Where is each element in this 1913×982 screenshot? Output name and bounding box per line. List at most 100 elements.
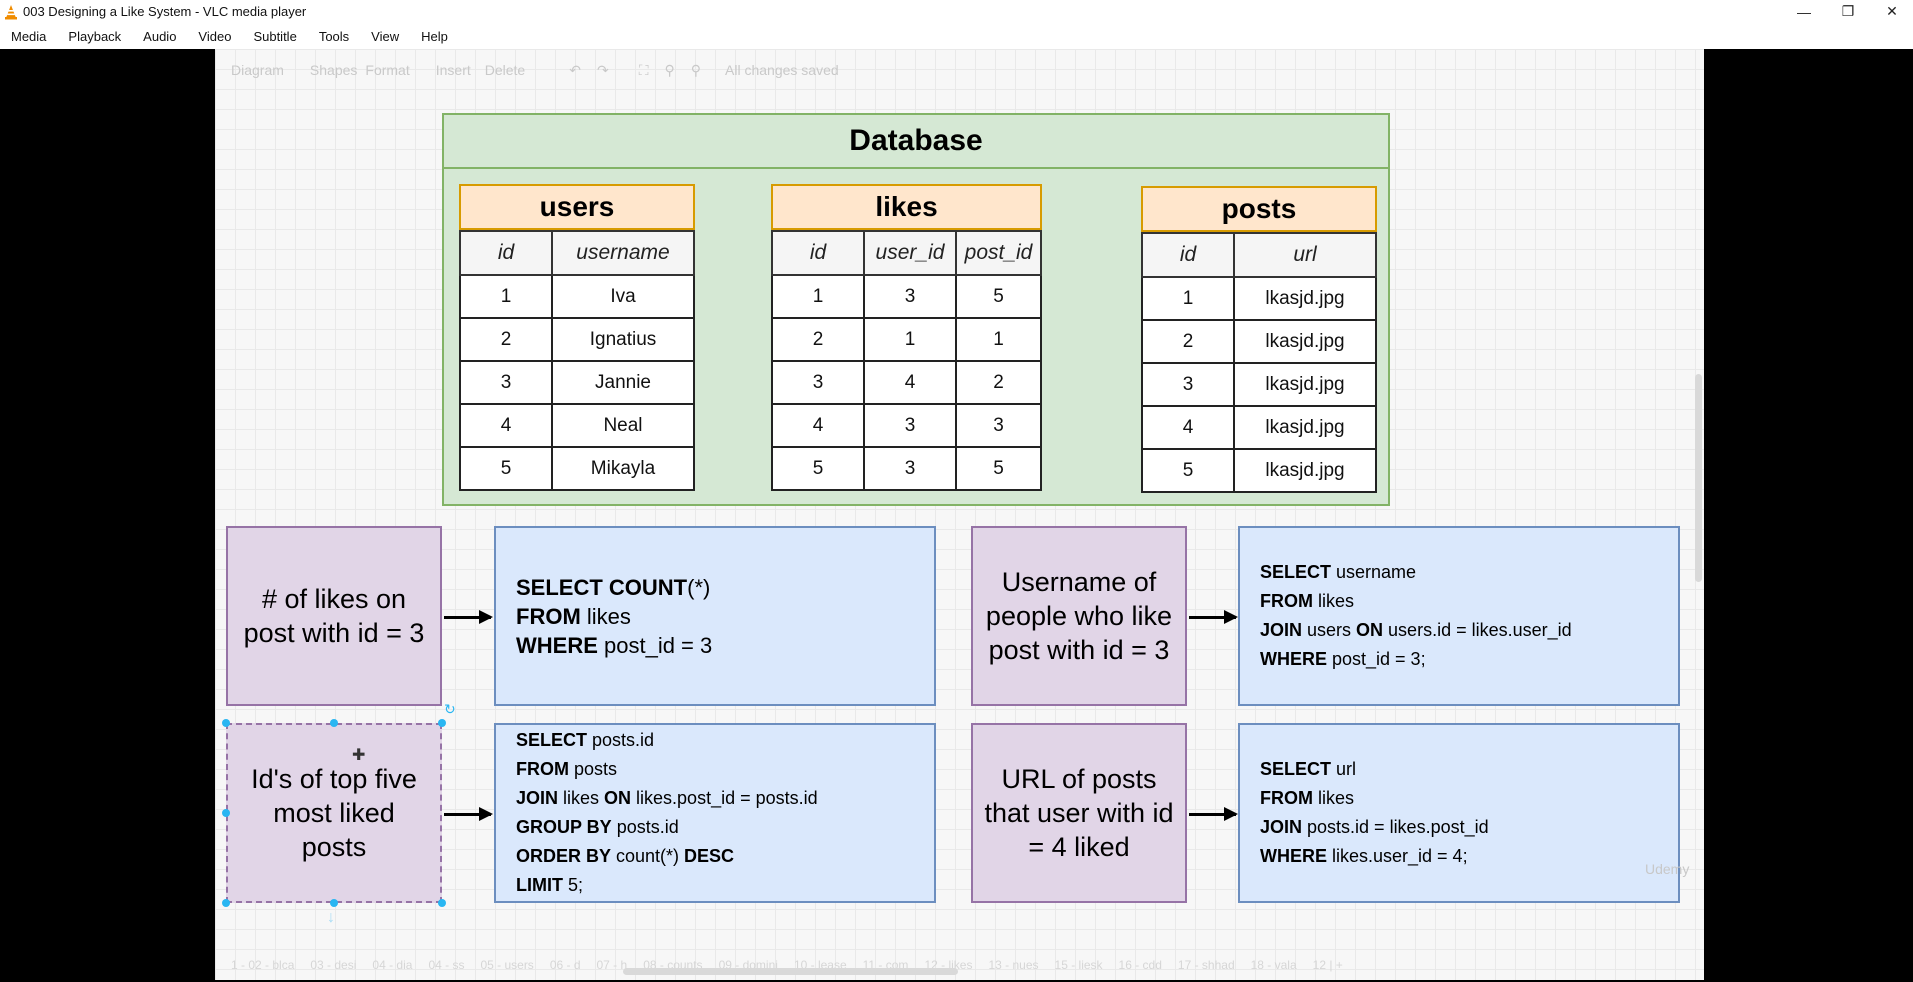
sql-line: GROUP BY posts.id [516,813,934,842]
sql-line: SELECT COUNT(*) [516,573,934,602]
sql-keyword: JOIN [1260,620,1303,640]
resize-handle[interactable] [222,719,230,727]
sql-line: JOIN likes ON likes.post_id = posts.id [516,784,934,813]
sql-keyword: FROM [516,759,569,779]
table-cell: 4 [459,403,553,448]
menu-playback[interactable]: Playback [68,28,122,44]
sql-keyword: FROM [516,603,581,629]
window-title: 003 Designing a Like System - VLC media … [23,4,307,19]
question-box: Username of people who like post with id… [971,526,1187,706]
table-cell: Iva [551,274,695,319]
resize-handle[interactable] [222,899,230,907]
sql-keyword: SELECT [1260,562,1332,582]
database-title: Database [444,115,1388,169]
save-status: All changes saved [725,62,839,78]
table-cell: 3 [863,403,957,448]
maximize-button[interactable]: ❐ [1826,0,1870,23]
minimize-icon: — [1797,3,1811,20]
table-cell: 1 [955,317,1042,362]
table-cell: 2 [771,317,865,362]
table-cell: Neal [551,403,695,448]
table-cell: 3 [863,274,957,319]
sql-text: likes [558,788,605,808]
table-cell: 2 [459,317,553,362]
resize-handle[interactable] [438,899,446,907]
table-cell: lkasjd.jpg [1233,276,1377,321]
column-header: username [551,230,695,276]
sql-text: 5; [563,875,584,895]
toolbar-insert: Insert [435,62,471,78]
page-tab: 1 - 02 - blca [231,957,295,972]
table-cell: 3 [459,360,553,405]
restore-icon: ❐ [1841,3,1855,19]
sql-line: FROM posts [516,755,934,784]
table-cell: 4 [863,360,957,405]
menu-audio[interactable]: Audio [143,28,177,44]
page-tab: 15 - liesk [1054,957,1103,972]
menu-view[interactable]: View [371,28,400,44]
sql-text: url [1331,759,1357,779]
resize-handle[interactable] [330,899,338,907]
table-cell: 5 [459,446,553,491]
sql-text: likes.post_id = posts.id [631,788,818,808]
question-box: # of likes on post with id = 3 [226,526,442,706]
title-bar: 003 Designing a Like System - VLC media … [0,0,1913,23]
table-cell: lkasjd.jpg [1233,448,1377,493]
resize-handle[interactable] [438,719,446,727]
connect-arrow-icon[interactable]: ↓ [327,909,335,926]
table-cell: 4 [771,403,865,448]
question-box-selected[interactable]: Id's of top five most liked posts [226,723,442,903]
sql-text: posts [569,759,618,779]
close-button[interactable]: ✕ [1870,0,1913,23]
question-text: # of likes on post with id = 3 [243,584,425,648]
resize-handle[interactable] [222,809,230,817]
menu-tools[interactable]: Tools [318,28,350,44]
users-table-title: users [459,184,695,230]
video-frame-diagram: Diagram Shapes Format Insert Delete ↶ ↷ … [215,49,1704,980]
sql-text: username [1331,562,1417,582]
menu-help[interactable]: Help [421,28,448,44]
table-cell: 1 [1141,276,1235,321]
page-tab: 04 - dia [372,957,413,972]
menu-media[interactable]: Media [11,28,47,44]
table-cell: Jannie [551,360,695,405]
sql-text: (*) [687,574,711,600]
minimize-button[interactable]: — [1782,0,1826,23]
table-cell: 1 [771,274,865,319]
column-header: post_id [955,230,1042,276]
horizontal-scrollbar[interactable] [623,968,958,975]
toolbar-format: Format [365,62,410,78]
sql-text: users [1302,620,1357,640]
arrow-right [444,807,493,821]
sql-line: SELECT url [1260,755,1678,784]
sql-keyword: SELECT [516,730,588,750]
menu-subtitle[interactable]: Subtitle [253,28,297,44]
sql-line: WHERE likes.user_id = 4; [1260,842,1678,871]
question-text: URL of posts that user with id = 4 liked [984,764,1174,862]
sql-line: WHERE post_id = 3 [516,631,934,660]
redo-icon: ↷ [596,61,609,78]
vertical-scrollbar[interactable] [1695,374,1702,582]
rotate-icon[interactable]: ↻ [444,701,456,717]
toolbar-delete: Delete [484,62,526,78]
page-tab: 05 - users [480,957,534,972]
menu-video[interactable]: Video [198,28,232,44]
watermark: Udemy [1645,861,1690,877]
resize-handle[interactable] [330,719,338,727]
question-text: Id's of top five most liked posts [251,764,417,862]
toolbar-shapes: Shapes [309,62,358,78]
